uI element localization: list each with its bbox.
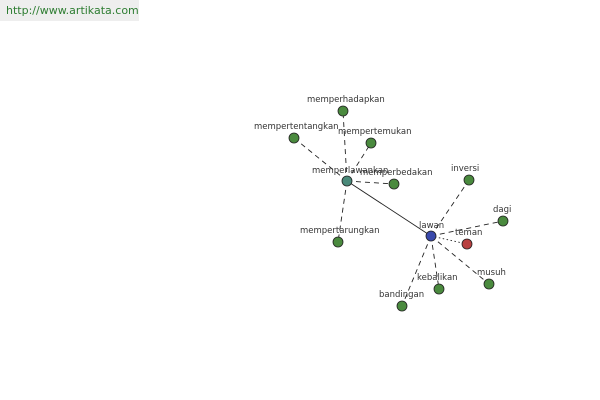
graph-edges [293, 110, 504, 307]
node-memperhadapkan[interactable] [337, 105, 349, 117]
edge-memperlawankan-memperhadapkan [342, 110, 348, 182]
node-dagi[interactable] [497, 215, 509, 227]
edge-lawan-inversi [430, 179, 470, 237]
node-musuh[interactable] [483, 278, 495, 290]
node-lawan[interactable] [425, 230, 437, 242]
node-label-lawan[interactable]: lawan [419, 221, 444, 231]
graph-labels: lawan memperlawankan memperhadapkan mempert… [254, 95, 511, 300]
edge-memperlawankan-mempertemukan [346, 142, 372, 182]
graph-nodes [288, 105, 509, 312]
node-label-mempertarungkan[interactable]: mempertarungkan [300, 226, 379, 236]
node-label-mempertemukan[interactable]: mempertemukan [338, 127, 412, 137]
node-teman[interactable] [461, 238, 473, 250]
edge-lawan-bandingan [401, 235, 432, 307]
node-mempertemukan[interactable] [365, 137, 377, 149]
edge-lawan-musuh [430, 235, 490, 285]
node-label-kebalikan[interactable]: kebalikan [417, 273, 458, 283]
node-label-dagi[interactable]: dagi [493, 205, 511, 215]
node-memperbedakan[interactable] [388, 178, 400, 190]
node-label-memperbedakan[interactable]: memperbedakan [360, 168, 433, 178]
node-label-mempertentangkan[interactable]: mempertentangkan [254, 122, 339, 132]
edge-memperlawankan-mempertentangkan [293, 137, 348, 182]
node-kebalikan[interactable] [433, 283, 445, 295]
watermark-url-link[interactable]: http://www.artikata.com [0, 0, 139, 21]
node-label-teman[interactable]: teman [455, 228, 482, 238]
node-label-bandingan[interactable]: bandingan [379, 290, 424, 300]
node-bandingan[interactable] [396, 300, 408, 312]
node-memperlawankan[interactable] [341, 175, 353, 187]
node-mempertentangkan[interactable] [288, 132, 300, 144]
node-label-inversi[interactable]: inversi [451, 164, 479, 174]
edge-memperlawankan-lawan [346, 180, 432, 237]
edge-lawan-dagi [430, 220, 504, 237]
node-inversi[interactable] [463, 174, 475, 186]
node-label-memperhadapkan[interactable]: memperhadapkan [307, 95, 385, 105]
node-label-memperlawankan[interactable]: memperlawankan [312, 166, 388, 176]
node-label-musuh[interactable]: musuh [477, 268, 506, 278]
node-mempertarungkan[interactable] [332, 236, 344, 248]
edge-memperlawankan-memperbedakan [346, 180, 395, 185]
edge-memperlawankan-mempertarungkan [337, 180, 348, 243]
